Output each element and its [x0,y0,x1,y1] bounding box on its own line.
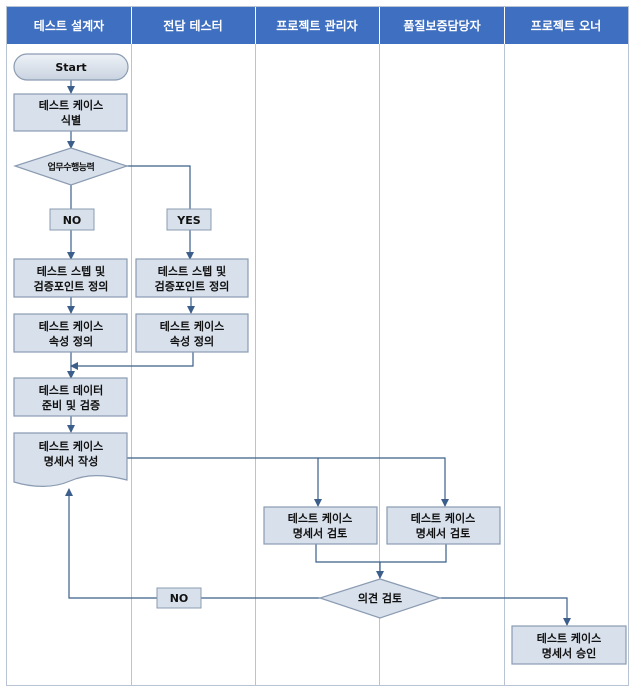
opinion-label: 의견 검토 [358,591,402,605]
designer-steps-node: 테스트 스텝 및 검증포인트 정의 [13,258,128,298]
designer-steps-line-2: 검증포인트 정의 [34,279,109,293]
tester-attrs-line-2: 속성 정의 [170,334,214,348]
no-return-text: NO [170,592,189,605]
qa-review-node: 테스트 케이스 명세서 검토 [386,506,501,545]
lane-headers: 테스트 설계자 전담 테스터 프로젝트 관리자 품질보증담당자 프로젝트 오너 [7,7,628,44]
lane-header-pm [256,7,379,44]
yes-branch-text: YES [176,214,200,227]
tester-steps-node: 테스트 스텝 및 검증포인트 정의 [135,258,249,298]
edge-opinion-return [65,488,320,599]
lane-title-qa: 품질보증담당자 [403,18,480,33]
edge-reviews-join [315,544,447,563]
approval-line-2: 명세서 승인 [542,646,596,660]
tester-attrs-node: 테스트 케이스 속성 정의 [135,313,249,353]
approval-line-1: 테스트 케이스 [537,631,602,645]
lane-header-tester [132,7,255,44]
lane-title-tester: 전담 테스터 [163,18,222,33]
start-node: Start [13,53,129,81]
data-prep-line-1: 테스트 데이터 [39,383,104,397]
pm-review-line-1: 테스트 케이스 [288,511,353,525]
qa-review-line-2: 명세서 검토 [416,526,470,540]
data-prep-node: 테스트 데이터 준비 및 검증 [13,377,128,417]
designer-attrs-node: 테스트 케이스 속성 정의 [13,313,128,353]
lane-dividers [131,44,505,686]
decision-node: 업무수행능력 [13,147,129,186]
no-return-label: NO [156,587,202,609]
no-branch-text: NO [63,214,82,227]
pm-review-line-2: 명세서 검토 [293,526,347,540]
spec-doc-line-1: 테스트 케이스 [39,439,104,453]
spec-doc-line-2: 명세서 작성 [44,454,98,468]
identify-line-1: 테스트 케이스 [39,98,104,112]
data-prep-line-2: 준비 및 검증 [42,398,100,412]
no-branch-label: NO [49,208,95,231]
lane-header-qa [380,7,504,44]
lane-title-pm: 프로젝트 관리자 [276,18,357,33]
lane-title-designer: 테스트 설계자 [34,18,104,33]
edge-spec-qa-review [318,457,449,507]
designer-attrs-line-1: 테스트 케이스 [39,319,104,333]
edge-opinion-approval [440,597,571,626]
pm-review-node: 테스트 케이스 명세서 검토 [263,506,378,545]
identify-line-2: 식별 [61,113,81,127]
edge-tester-attrs-merge [70,352,194,370]
tester-steps-line-2: 검증포인트 정의 [155,279,230,293]
tester-attrs-line-1: 테스트 케이스 [160,319,225,333]
identify-node: 테스트 케이스 식별 [13,93,128,132]
opinion-decision-node: 의견 검토 [318,578,442,619]
spec-doc-node: 테스트 케이스 명세서 작성 [13,432,128,487]
approval-node: 테스트 케이스 명세서 승인 [511,625,627,665]
start-label: Start [55,61,86,74]
qa-review-line-1: 테스트 케이스 [411,511,476,525]
lane-header-designer [7,7,131,44]
lane-header-owner [505,7,628,44]
lane-title-owner: 프로젝트 오너 [531,18,601,33]
tester-steps-line-1: 테스트 스텝 및 [158,264,226,278]
decision-label: 업무수행능력 [48,161,95,173]
designer-steps-line-1: 테스트 스텝 및 [37,264,105,278]
connectors [65,80,571,626]
designer-attrs-line-2: 속성 정의 [49,334,93,348]
yes-branch-label: YES [166,208,212,231]
